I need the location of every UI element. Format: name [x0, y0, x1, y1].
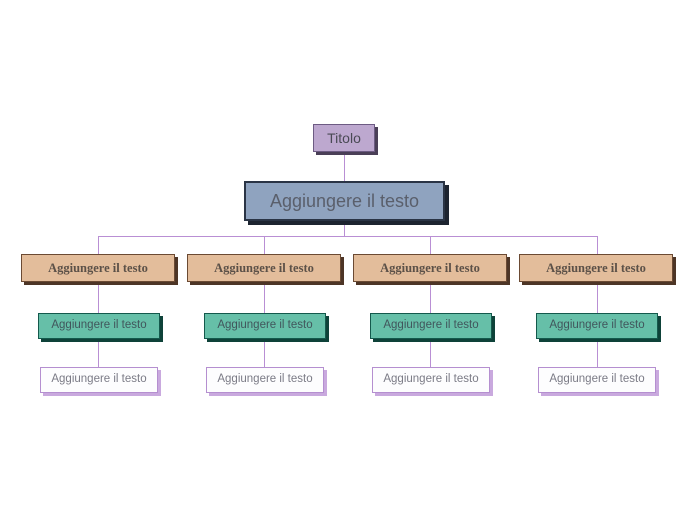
node-level4-col3-label: Aggiungere il testo [383, 373, 479, 386]
node-level2-col3-label: Aggiungere il testo [380, 260, 480, 275]
node-level3-col3[interactable]: Aggiungere il testo [370, 313, 492, 339]
node-level3-col4-label: Aggiungere il testo [549, 319, 645, 332]
node-level2-col1[interactable]: Aggiungere il testo [21, 254, 175, 282]
node-level2-col2[interactable]: Aggiungere il testo [187, 254, 341, 282]
node-level4-col2-label: Aggiungere il testo [217, 373, 313, 386]
node-level2-col1-label: Aggiungere il testo [48, 260, 148, 275]
node-level4-col1-label: Aggiungere il testo [51, 373, 147, 386]
node-level3-col1[interactable]: Aggiungere il testo [38, 313, 160, 339]
node-level2-col3[interactable]: Aggiungere il testo [353, 254, 507, 282]
node-level3-col1-label: Aggiungere il testo [51, 319, 147, 332]
node-subtitle-label: Aggiungere il testo [269, 191, 420, 211]
node-level2-col4[interactable]: Aggiungere il testo [519, 254, 673, 282]
node-level3-col2[interactable]: Aggiungere il testo [204, 313, 326, 339]
node-level3-col4[interactable]: Aggiungere il testo [536, 313, 658, 339]
node-level4-col4[interactable]: Aggiungere il testo [538, 367, 656, 393]
node-titolo[interactable]: Titolo [313, 124, 375, 152]
node-level4-col2[interactable]: Aggiungere il testo [206, 367, 324, 393]
node-level4-col4-label: Aggiungere il testo [549, 373, 645, 386]
node-level4-col1[interactable]: Aggiungere il testo [40, 367, 158, 393]
node-titolo-label: Titolo [327, 130, 361, 146]
node-level2-col4-label: Aggiungere il testo [546, 260, 646, 275]
node-level3-col2-label: Aggiungere il testo [217, 319, 313, 332]
node-subtitle[interactable]: Aggiungere il testo [244, 181, 445, 221]
node-level2-col2-label: Aggiungere il testo [214, 260, 314, 275]
node-level3-col3-label: Aggiungere il testo [383, 319, 479, 332]
node-level4-col3[interactable]: Aggiungere il testo [372, 367, 490, 393]
